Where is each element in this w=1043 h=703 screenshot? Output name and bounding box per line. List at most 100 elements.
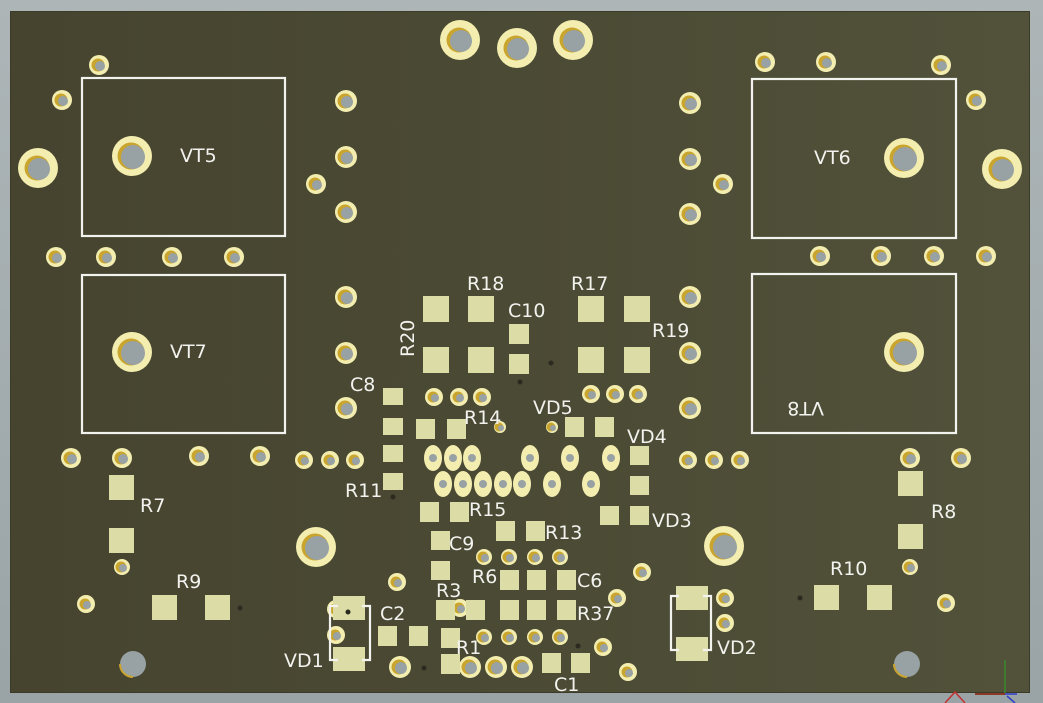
smd-pad	[630, 476, 649, 495]
via	[679, 451, 697, 469]
via	[321, 451, 339, 469]
smd-pad	[898, 471, 923, 496]
label-c9: C9	[449, 533, 474, 555]
smd-pad	[578, 347, 604, 373]
via	[476, 549, 492, 565]
via	[527, 549, 543, 565]
via	[96, 247, 116, 267]
via	[335, 397, 357, 419]
smd-pad	[333, 596, 365, 620]
via	[900, 448, 920, 468]
tht-pad	[543, 471, 561, 497]
via	[162, 247, 182, 267]
smd-pad	[500, 600, 519, 620]
via	[388, 573, 406, 591]
z-axis-icon	[1005, 693, 1017, 703]
via	[89, 55, 109, 75]
marker-dot	[517, 379, 523, 385]
via	[440, 20, 480, 60]
smd-pad	[468, 296, 494, 322]
tht-pad	[561, 445, 579, 471]
smd-pad	[542, 653, 561, 673]
via	[552, 629, 568, 645]
via	[494, 421, 506, 433]
vt8-outline	[750, 272, 958, 435]
via	[450, 388, 468, 406]
via	[77, 595, 95, 613]
smd-pad	[431, 561, 450, 580]
via	[716, 614, 734, 632]
label-vd5: VD5	[533, 397, 573, 419]
label-vt6: VT6	[814, 147, 851, 169]
via	[582, 385, 600, 403]
x-marker-icon	[944, 690, 966, 703]
marker-dot	[390, 494, 396, 500]
via	[884, 332, 924, 372]
smd-pad	[383, 388, 403, 405]
label-vt8: VT8	[787, 397, 824, 419]
via	[976, 246, 996, 266]
vt5-outline	[80, 76, 287, 238]
via	[606, 385, 624, 403]
smd-pad	[557, 570, 576, 590]
vt6-outline	[750, 77, 958, 240]
via	[335, 286, 357, 308]
via	[552, 549, 568, 565]
via	[716, 589, 734, 607]
label-r11: R11	[345, 480, 382, 502]
smd-pad	[676, 586, 708, 610]
smd-pad	[441, 628, 460, 648]
via	[924, 246, 944, 266]
vias-layer	[18, 20, 1022, 681]
pcb-board[interactable]: VT5 VT6 VT7 VT8 R18 R17 C10 R19 R20 C8 R…	[10, 11, 1030, 693]
smd-pad	[526, 521, 545, 541]
via	[810, 246, 830, 266]
via	[451, 599, 469, 617]
smd-pad	[466, 600, 485, 620]
tht-pad	[494, 471, 512, 497]
via	[425, 388, 443, 406]
via	[679, 397, 701, 419]
label-c8: C8	[350, 374, 375, 396]
label-r10: R10	[830, 558, 867, 580]
smd-pad	[557, 600, 576, 620]
via	[966, 90, 986, 110]
smd-pad	[814, 585, 839, 610]
tht-pad	[454, 471, 472, 497]
via	[884, 138, 924, 178]
label-vd3: VD3	[652, 510, 692, 532]
label-r19: R19	[652, 320, 689, 342]
vd2-outline	[669, 594, 713, 652]
smd-pad	[624, 296, 650, 322]
smd-pad	[383, 445, 403, 462]
via	[112, 136, 152, 176]
smd-pad	[867, 585, 892, 610]
via	[476, 629, 492, 645]
label-r14: R14	[464, 407, 501, 429]
via	[335, 146, 357, 168]
smd-pad	[378, 626, 397, 646]
via	[713, 174, 733, 194]
label-r37: R37	[577, 603, 614, 625]
smd-pad	[630, 506, 649, 525]
smd-pad	[333, 647, 365, 671]
via	[346, 451, 364, 469]
via	[112, 448, 132, 468]
via	[704, 526, 744, 566]
via	[46, 247, 66, 267]
label-vt7: VT7	[170, 341, 207, 363]
via	[893, 651, 920, 678]
smd-pad	[383, 473, 403, 490]
tht-pad	[463, 445, 481, 471]
via	[982, 149, 1022, 189]
smd-pad	[500, 570, 519, 590]
via	[501, 549, 517, 565]
via	[679, 148, 701, 170]
marker-dot	[421, 665, 427, 671]
via	[296, 527, 336, 567]
tht-pad	[444, 445, 462, 471]
marker-dot	[797, 595, 803, 601]
via	[250, 446, 270, 466]
label-r17: R17	[571, 273, 608, 295]
